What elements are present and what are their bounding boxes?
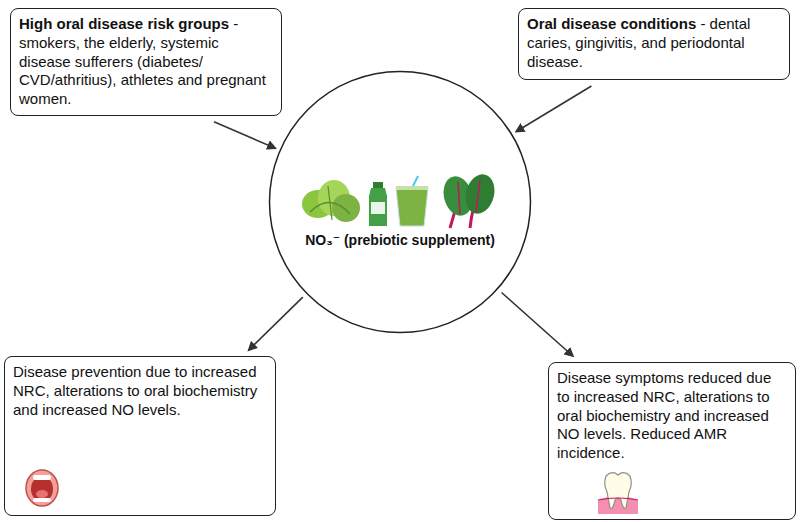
- circle-outline: [268, 70, 532, 334]
- risk-group-box: High oral disease risk groups - smokers,…: [10, 8, 282, 116]
- smoothie-glass-icon: [396, 176, 428, 226]
- flow-arrow: [249, 297, 303, 350]
- flow-arrow: [214, 122, 275, 148]
- box-text: Disease symptoms reduced due to increase…: [557, 369, 771, 461]
- condition-box: Oral disease conditions - dental caries,…: [518, 8, 790, 80]
- flow-arrow: [502, 292, 573, 356]
- supplement-circle: NO₃⁻ (prebiotic supplement): [268, 70, 532, 334]
- tooth-illustration: [596, 470, 640, 514]
- box-text: Disease prevention due to increased NRC,…: [13, 363, 257, 418]
- chard-icon: [439, 172, 498, 228]
- box-heading: Oral disease conditions: [527, 15, 696, 32]
- mouth-illustration: [24, 468, 60, 508]
- juice-bottle-icon: [369, 182, 387, 226]
- supplement-illustration: [300, 172, 500, 232]
- prevention-box: Disease prevention due to increased NRC,…: [4, 356, 276, 516]
- supplement-label: NO₃⁻ (prebiotic supplement): [288, 232, 512, 248]
- flow-arrow: [516, 86, 591, 132]
- treatment-box: Disease symptoms reduced due to increase…: [548, 362, 796, 520]
- box-heading: High oral disease risk groups: [19, 15, 229, 32]
- lettuce-icon: [302, 180, 360, 222]
